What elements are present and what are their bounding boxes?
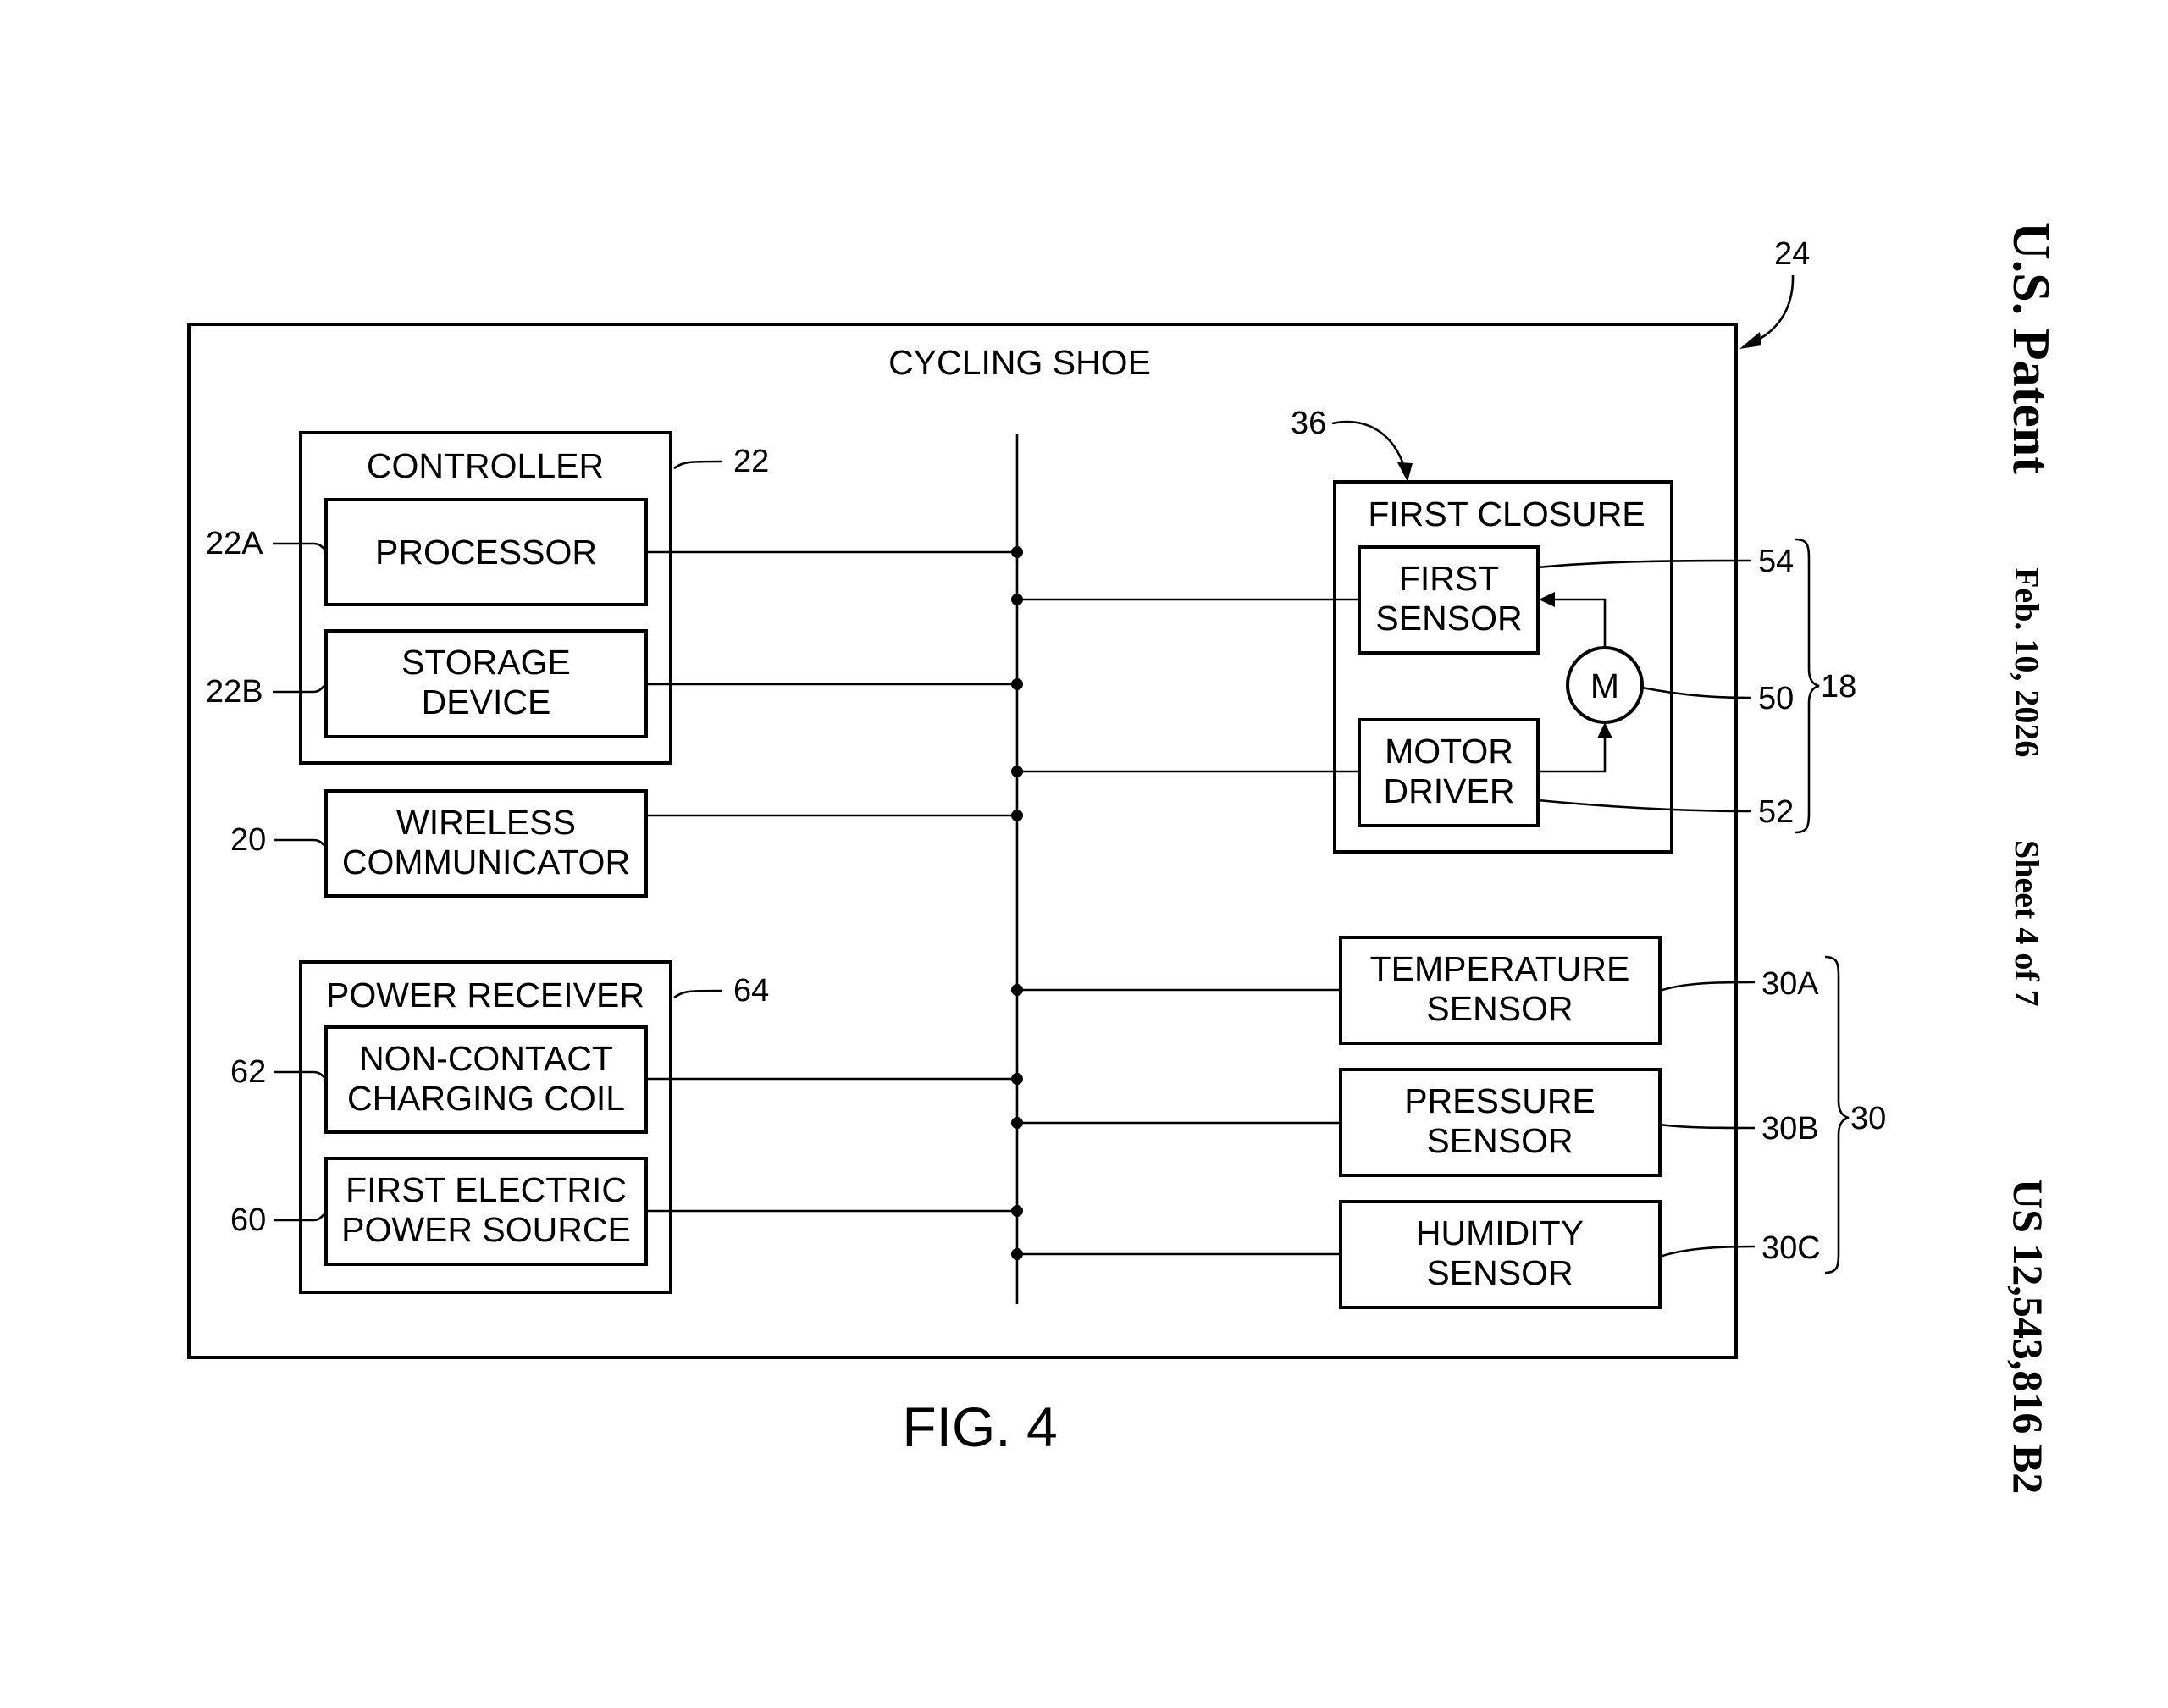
junction-dot <box>1011 546 1023 558</box>
ref-54: 54 <box>1758 544 1794 579</box>
junction-dot <box>1011 678 1023 690</box>
first-sensor-line2: SENSOR <box>1375 599 1522 638</box>
junction-dot <box>1011 1205 1023 1217</box>
sheet-header: U.S. Patent Feb. 10, 2026 Sheet 4 of 7 U… <box>2002 222 2060 1494</box>
ref-22a-leader <box>273 542 327 552</box>
controller-title: CONTROLLER <box>367 446 604 485</box>
ref-60-leader <box>274 1211 327 1222</box>
brace-18 <box>1795 538 1820 834</box>
motor-to-sensor-line <box>1546 598 1607 648</box>
ref-24: 24 <box>1774 236 1810 272</box>
pressure-line2: SENSOR <box>1426 1121 1573 1160</box>
cycling-shoe-label: CYCLING SHOE <box>888 343 1151 382</box>
ref-22a: 22A <box>206 526 263 561</box>
ref-22: 22 <box>733 444 769 479</box>
temperature-line1: TEMPERATURE <box>1370 949 1630 988</box>
charging-coil-line1: NON-CONTACT <box>359 1039 613 1078</box>
processor-label: PROCESSOR <box>375 533 597 572</box>
ref-60: 60 <box>230 1202 266 1238</box>
wireless-communicator-block <box>324 789 648 898</box>
humidity-line1: HUMIDITY <box>1416 1213 1584 1252</box>
header-title: U.S. Patent <box>2002 222 2060 474</box>
ref-30b-leader <box>1659 1123 1756 1130</box>
power-source-line1: FIRST ELECTRIC <box>346 1170 627 1209</box>
controller-block <box>299 431 672 765</box>
ref-22b-leader <box>273 683 327 694</box>
junction-dot <box>1011 594 1023 605</box>
brace-30 <box>1824 955 1850 1274</box>
ref-30c: 30C <box>1762 1230 1821 1266</box>
ref-52: 52 <box>1758 794 1794 830</box>
ref-36-arrow <box>1331 420 1408 475</box>
ref-36-arrowhead <box>1397 462 1413 482</box>
ref-22b: 22B <box>206 674 263 710</box>
ref-30b: 30B <box>1762 1111 1819 1147</box>
ref-64: 64 <box>733 973 769 1009</box>
ref-30a: 30A <box>1762 966 1819 1002</box>
driver-to-motor-line <box>1538 732 1607 773</box>
first-closure-title: FIRST CLOSURE <box>1368 495 1645 533</box>
cycling-shoe-frame <box>187 323 1738 1359</box>
ref-54-leader <box>1537 559 1752 569</box>
ref-36: 36 <box>1291 406 1326 441</box>
power-receiver-title: POWER RECEIVER <box>326 976 644 1014</box>
junction-dot <box>1011 1073 1023 1085</box>
ref-64-leader <box>673 989 722 999</box>
charging-coil-line2: CHARGING COIL <box>347 1079 625 1118</box>
power-source-line2: POWER SOURCE <box>341 1210 631 1249</box>
ref-30a-leader <box>1659 981 1756 992</box>
ref-30: 30 <box>1850 1101 1886 1136</box>
ref-20: 20 <box>230 822 266 858</box>
junction-dot <box>1011 766 1023 777</box>
storage-device-line1: STORAGE <box>401 643 571 682</box>
ref-62-leader <box>274 1070 327 1081</box>
humidity-line2: SENSOR <box>1426 1253 1573 1292</box>
junction-dot <box>1011 984 1023 996</box>
driver-to-motor-arrowhead <box>1597 722 1612 738</box>
ref-20-leader <box>274 838 327 848</box>
ref-24-arrow <box>1745 274 1795 346</box>
temperature-line2: SENSOR <box>1426 989 1573 1028</box>
motor-to-sensor-arrowhead <box>1539 592 1555 607</box>
motor-driver-block <box>1358 718 1540 827</box>
motor-label: M <box>1590 666 1619 705</box>
ref-52-leader <box>1537 799 1752 813</box>
header-date: Feb. 10, 2026 <box>2008 567 2046 757</box>
power-receiver-block <box>299 960 672 1294</box>
wireless-line1: WIRELESS <box>396 803 576 842</box>
ref-30c-leader <box>1659 1245 1756 1258</box>
first-sensor-line1: FIRST <box>1399 559 1499 598</box>
motor-driver-line2: DRIVER <box>1384 771 1515 810</box>
header-sheet: Sheet 4 of 7 <box>2008 840 2046 1007</box>
first-closure-block <box>1333 480 1673 854</box>
ref-18: 18 <box>1821 669 1856 705</box>
junction-dot <box>1011 1248 1023 1260</box>
ref-62: 62 <box>230 1054 266 1090</box>
pressure-line1: PRESSURE <box>1404 1081 1596 1120</box>
header-patent-number: US 12,543,816 B2 <box>2005 1179 2052 1494</box>
wireless-line2: COMMUNICATOR <box>342 843 630 882</box>
ref-50-leader <box>1641 686 1752 699</box>
motor-driver-line1: MOTOR <box>1385 732 1513 771</box>
ref-24-arrowhead <box>1739 332 1762 349</box>
figure-caption: FIG. 4 <box>902 1396 1057 1458</box>
ref-22-leader <box>673 460 722 470</box>
junction-dot <box>1011 1117 1023 1129</box>
storage-device-line2: DEVICE <box>422 683 551 721</box>
ref-50: 50 <box>1758 681 1794 716</box>
junction-dot <box>1011 810 1023 821</box>
bus-junctions <box>1011 546 1023 1260</box>
